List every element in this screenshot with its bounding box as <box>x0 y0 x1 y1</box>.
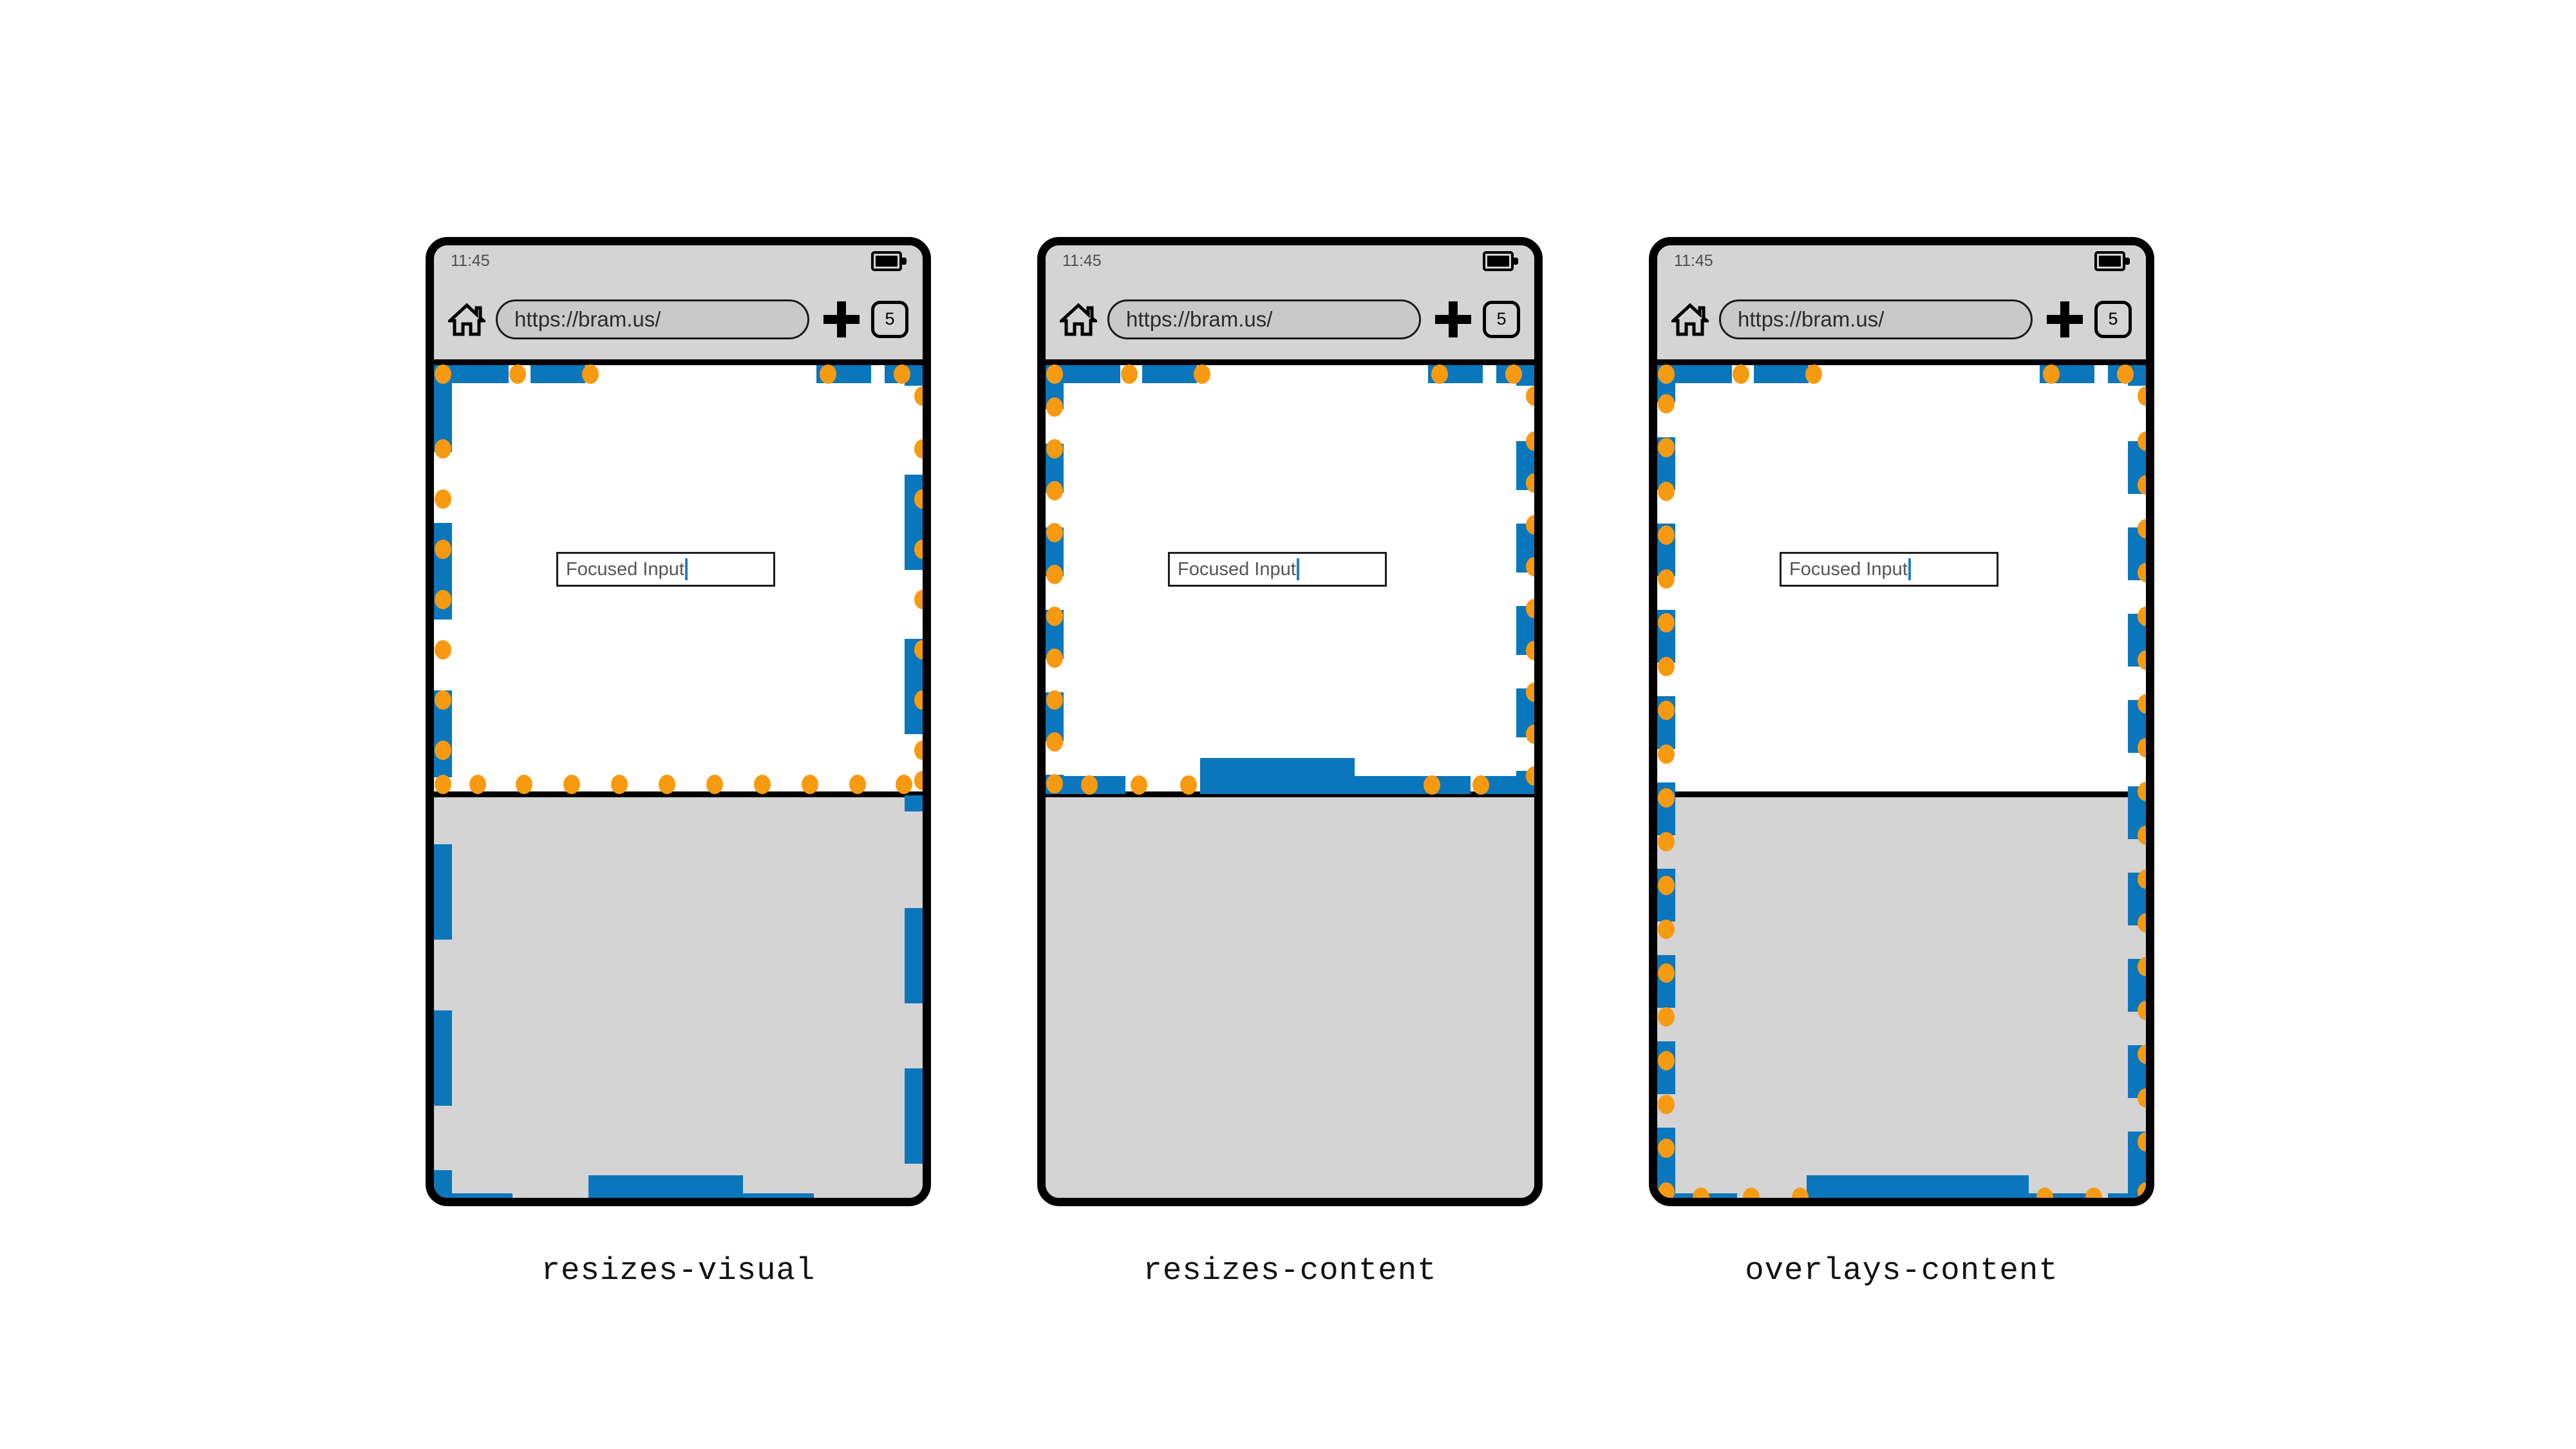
browser-chrome: 11:45 https://bram.us/ 5 <box>1657 245 2146 365</box>
phone-mockup-resizes-content: 11:45 https://bram.us/ 5 <box>1037 237 1543 1206</box>
caption-overlays-content: overlays-content <box>1745 1253 2058 1289</box>
focused-input-value: Focused Input <box>1789 558 1908 580</box>
keyboard-divider <box>1657 791 2146 797</box>
phone-screen: Focused Input <box>1657 365 2146 1198</box>
url-text: https://bram.us/ <box>1126 307 1273 331</box>
focused-input-field[interactable]: Focused Input <box>1168 552 1387 587</box>
phone-mockup-resizes-visual: 11:45 https://bram.us/ 5 <box>426 237 931 1206</box>
plus-icon[interactable] <box>1435 301 1471 337</box>
url-text: https://bram.us/ <box>514 307 661 331</box>
battery-cap <box>902 258 907 265</box>
clock-label: 11:45 <box>1674 252 1713 270</box>
caption-resizes-visual: resizes-visual <box>541 1253 816 1289</box>
keyboard-divider <box>1046 791 1534 797</box>
tab-count-button[interactable]: 5 <box>1483 300 1520 338</box>
home-icon[interactable] <box>1671 302 1709 337</box>
phone-mockup-overlays-content: 11:45 https://bram.us/ 5 <box>1649 237 2154 1206</box>
battery-full-icon <box>871 251 907 271</box>
phone-screen: Focused Input <box>1046 365 1534 1198</box>
plus-icon[interactable] <box>823 301 860 337</box>
focused-input-value: Focused Input <box>566 558 684 580</box>
battery-body <box>1483 251 1514 271</box>
content-area: Focused Input <box>1657 365 2146 791</box>
content-area: Focused Input <box>1046 365 1534 791</box>
text-caret <box>684 558 688 580</box>
url-bar[interactable]: https://bram.us/ <box>1719 299 2033 339</box>
battery-fill <box>1487 256 1509 267</box>
battery-cap <box>1514 258 1518 265</box>
browser-chrome: 11:45 https://bram.us/ 5 <box>434 245 923 365</box>
keyboard-divider <box>434 791 923 797</box>
status-bar: 11:45 <box>434 245 923 279</box>
browser-toolbar: https://bram.us/ 5 <box>434 279 923 359</box>
focused-input-field[interactable]: Focused Input <box>556 552 775 587</box>
focused-input-value: Focused Input <box>1178 558 1296 580</box>
clock-label: 11:45 <box>451 252 490 270</box>
home-icon[interactable] <box>1060 302 1097 337</box>
phone-screen: Focused Input <box>434 365 923 1198</box>
url-bar[interactable]: https://bram.us/ <box>496 299 809 339</box>
caption-resizes-content: resizes-content <box>1143 1253 1437 1289</box>
battery-cap <box>2125 258 2130 265</box>
battery-fill <box>2099 256 2121 267</box>
status-bar: 11:45 <box>1046 245 1534 279</box>
battery-body <box>2094 251 2125 271</box>
battery-full-icon <box>1483 251 1519 271</box>
virtual-keyboard <box>1657 797 2146 1198</box>
focused-input-field[interactable]: Focused Input <box>1780 552 1998 587</box>
url-bar[interactable]: https://bram.us/ <box>1107 299 1421 339</box>
tab-count-button[interactable]: 5 <box>2094 300 2132 338</box>
home-icon[interactable] <box>448 302 485 337</box>
text-caret <box>1908 558 1911 580</box>
battery-fill <box>876 256 898 267</box>
battery-full-icon <box>2094 251 2130 271</box>
clock-label: 11:45 <box>1062 252 1102 270</box>
text-caret <box>1296 558 1299 580</box>
url-text: https://bram.us/ <box>1738 307 1885 331</box>
tab-count-button[interactable]: 5 <box>871 300 908 338</box>
status-bar: 11:45 <box>1657 245 2146 279</box>
battery-body <box>871 251 902 271</box>
browser-toolbar: https://bram.us/ 5 <box>1657 279 2146 359</box>
browser-chrome: 11:45 https://bram.us/ 5 <box>1046 245 1534 365</box>
virtual-keyboard <box>434 797 923 1198</box>
browser-toolbar: https://bram.us/ 5 <box>1046 279 1534 359</box>
content-area: Focused Input <box>434 365 923 791</box>
virtual-keyboard <box>1046 797 1534 1198</box>
plus-icon[interactable] <box>2047 301 2083 337</box>
